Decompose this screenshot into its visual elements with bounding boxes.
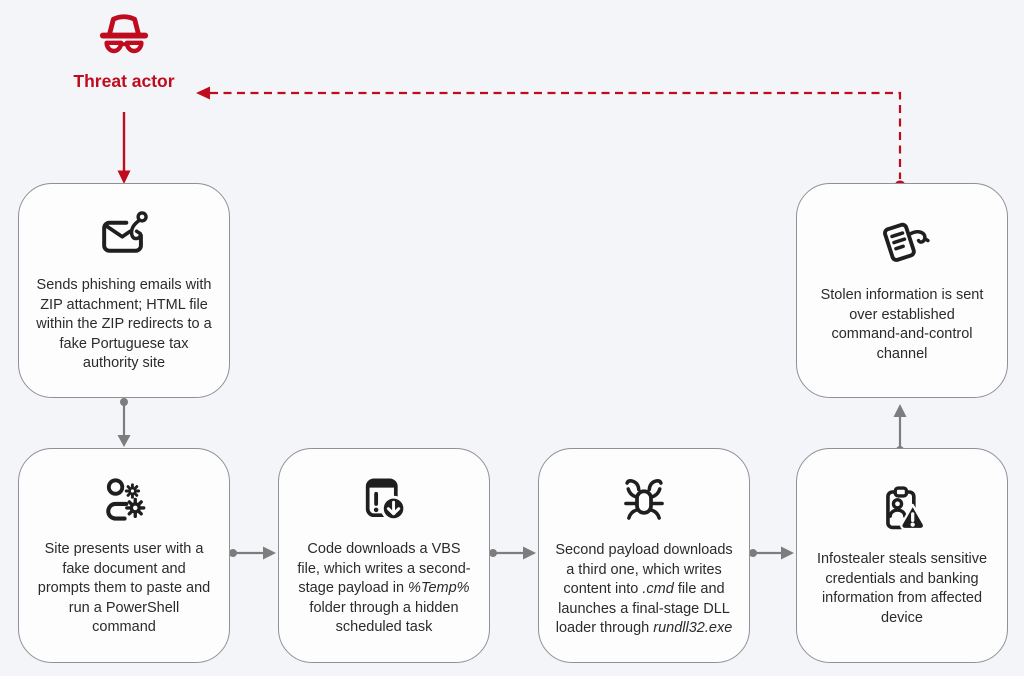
node-phishing-emails: Sends phishing emails with ZIP attachmen… (18, 183, 230, 398)
node-text-infostealer: Infostealer steals sensitive credentials… (816, 551, 988, 626)
gear-small (124, 483, 141, 499)
node-text-payload: Second payload downloads a third one, wh… (555, 542, 733, 637)
connector-site-to-vbs (229, 546, 276, 560)
user-settings-icon (106, 478, 146, 521)
spy-icon (99, 14, 149, 54)
node-infostealer: Infostealer steals sensitive credentials… (796, 448, 1008, 663)
gear-large (125, 498, 146, 519)
threat-actor-label: Threat actor (73, 71, 175, 91)
clipboard-alert-icon (886, 486, 926, 531)
connector-phishing-to-site (117, 398, 131, 447)
arrow-threat-actor-to-phishing (117, 112, 131, 184)
connector-payload-to-infostealer (749, 546, 794, 560)
arrow-c2-channel-to-threat-actor (196, 86, 906, 192)
node-vbs-download: Code downloads a VBS file, which writes … (278, 448, 490, 663)
node-fake-site: Site presents user with a fake document … (18, 448, 230, 663)
phishing-email-icon (102, 211, 148, 253)
node-text-phishing: Sends phishing emails with ZIP attachmen… (36, 277, 212, 372)
node-text-vbs: Code downloads a VBS file, which writes … (297, 541, 471, 636)
node-second-payload: Second payload downloads a third one, wh… (538, 448, 750, 663)
file-alert-download-icon (365, 478, 407, 522)
threat-actor: Threat actor (34, 10, 214, 92)
node-text-stolen: Stolen information is sent over establis… (820, 287, 984, 362)
node-stolen-info: Stolen information is sent over establis… (796, 183, 1008, 398)
node-text-site: Site presents user with a fake document … (37, 541, 211, 636)
connector-vbs-to-payload (489, 546, 536, 560)
connector-infostealer-to-c2 (893, 404, 907, 454)
bug-icon (624, 479, 664, 521)
stolen-document-icon (883, 222, 930, 262)
